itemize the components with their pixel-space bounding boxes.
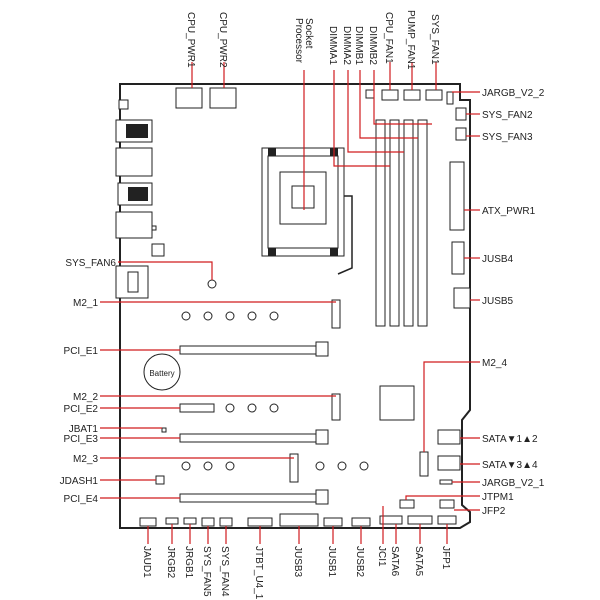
pci-e4-latch xyxy=(315,489,329,505)
label-m2-2: M2_2 xyxy=(73,392,98,403)
jdash1-header xyxy=(155,475,165,485)
label-pci-e3: PCI_E3 xyxy=(64,434,99,445)
label-sata6: SATA6 xyxy=(389,546,400,577)
label-sys-fan5: SYS_FAN5 xyxy=(201,546,212,597)
pci-e3-latch xyxy=(315,429,329,445)
label-jbat1: JBAT1 xyxy=(69,424,99,435)
label-pump-fan1: PUMP_FAN1 xyxy=(405,10,416,70)
label-jargb-v2-2: JARGB_V2_2 xyxy=(482,88,545,99)
sys-fan3-header xyxy=(455,127,467,141)
label-atx-pwr1: ATX_PWR1 xyxy=(482,206,536,217)
label-dimmb2: DIMMB2 xyxy=(367,26,378,65)
pci-e2-slot xyxy=(179,403,215,413)
board-outline xyxy=(119,83,471,529)
m2-2-slot xyxy=(331,393,341,421)
jbat1-jumper xyxy=(161,427,167,433)
label-dimma2: DIMMA2 xyxy=(341,26,352,65)
label-jdash1: JDASH1 xyxy=(60,476,99,487)
label-pci-e2: PCI_E2 xyxy=(64,404,99,415)
label-m2-4: M2_4 xyxy=(482,358,507,369)
pci-e1-slot xyxy=(179,345,317,355)
m2-3-slot xyxy=(289,453,299,483)
label-cpu-fan1: CPU_FAN1 xyxy=(383,12,394,64)
jargb-v2-2-header xyxy=(446,91,454,105)
m2-4-slot xyxy=(419,451,429,477)
label-dimma1: DIMMA1 xyxy=(327,26,338,65)
label-jusb3: JUSB3 xyxy=(292,546,303,578)
pci-e4-slot xyxy=(179,493,317,503)
chipset xyxy=(379,385,415,421)
jusb5-connector xyxy=(453,287,471,309)
pump-fan1-header xyxy=(403,89,421,101)
label-socket: Socket xyxy=(303,18,314,49)
mounting-holes xyxy=(181,279,369,471)
sata34-connector xyxy=(437,455,461,471)
label-jrgb1: JRGB1 xyxy=(183,546,194,579)
sata12-connector xyxy=(437,429,461,445)
m2-1-slot xyxy=(331,299,341,329)
label-sys-fan4: SYS_FAN4 xyxy=(219,546,230,597)
label-sata34: SATA▼3▲4 xyxy=(482,460,538,471)
label-processor: Processor xyxy=(293,18,304,64)
label-jtbt-u4-1: JTBT_U4_1 xyxy=(253,546,264,600)
label-pci-e4: PCI_E4 xyxy=(64,494,99,505)
label-jci1: JCI1 xyxy=(376,546,387,567)
label-m2-3: M2_3 xyxy=(73,454,98,465)
jtpm1-header xyxy=(399,499,415,509)
battery-label: Battery xyxy=(149,369,174,378)
label-jusb5: JUSB5 xyxy=(482,296,514,307)
pci-e1-latch xyxy=(315,341,329,357)
label-jrgb2: JRGB2 xyxy=(165,546,176,579)
label-sys-fan3: SYS_FAN3 xyxy=(482,132,533,143)
label-jargb-v2-1: JARGB_V2_1 xyxy=(482,478,545,489)
label-jusb4: JUSB4 xyxy=(482,254,514,265)
label-jtpm1: JTPM1 xyxy=(482,492,514,503)
jargb-v2-1-header xyxy=(439,479,453,485)
jfp2-header xyxy=(439,499,455,509)
label-sata5: SATA5 xyxy=(413,546,424,577)
label-pci-e1: PCI_E1 xyxy=(64,346,99,357)
label-jaud1: JAUD1 xyxy=(141,546,152,578)
leader-lines xyxy=(100,62,480,544)
label-jfp1: JFP1 xyxy=(440,546,451,570)
label-dimmb1: DIMMB1 xyxy=(353,26,364,65)
label-sys-fan2: SYS_FAN2 xyxy=(482,110,533,121)
cpu-pwr2-connector xyxy=(209,87,237,109)
label-sata12: SATA▼1▲2 xyxy=(482,434,538,445)
label-jusb1: JUSB1 xyxy=(326,546,337,578)
cpu-fan1-header xyxy=(381,89,399,101)
small-header-top xyxy=(365,89,375,99)
processor-socket xyxy=(261,147,353,275)
label-jfp2: JFP2 xyxy=(482,506,506,517)
label-m2-1: M2_1 xyxy=(73,298,98,309)
atx-pwr1-connector xyxy=(449,161,465,231)
bottom-headers xyxy=(139,513,457,527)
label-jusb2: JUSB2 xyxy=(354,546,365,578)
label-sys-fan6: SYS_FAN6 xyxy=(65,258,116,269)
battery-cell xyxy=(143,353,181,391)
label-cpu-pwr1: CPU_PWR1 xyxy=(185,12,196,68)
sys-fan2-header xyxy=(455,107,467,121)
label-cpu-pwr2: CPU_PWR2 xyxy=(217,12,228,68)
cpu-pwr1-connector xyxy=(175,87,203,109)
rear-io xyxy=(115,99,165,299)
label-sys-fan1: SYS_FAN1 xyxy=(429,14,440,65)
jusb4-connector xyxy=(451,241,465,275)
sys-fan1-header xyxy=(425,89,443,101)
dimm-slots xyxy=(375,119,428,327)
pci-e3-slot xyxy=(179,433,317,443)
